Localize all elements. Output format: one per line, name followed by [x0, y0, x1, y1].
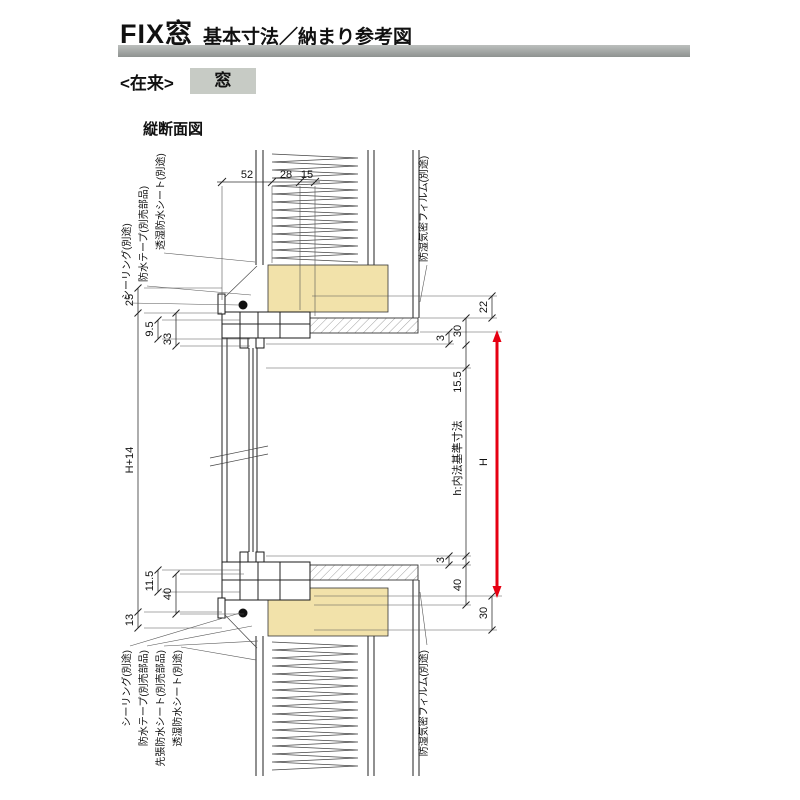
annotation-pre-sheet-bottom: 先張防水シート(別売部品) — [154, 650, 167, 767]
head-mounting-fin — [217, 293, 226, 315]
dim-label-40-bottom: 40 — [452, 579, 464, 591]
annotation-leaders — [129, 252, 428, 661]
dim-label-15-5: 15.5 — [452, 371, 464, 392]
category-label: <在来> — [120, 73, 174, 93]
dim-label-30-top: 30 — [452, 325, 464, 337]
break-mark — [209, 453, 269, 467]
section-view-label: 縦断面図 — [143, 121, 204, 138]
annotation-tape-top: 防水テープ(別売部品) — [137, 186, 150, 282]
annotation-sheet-top: 透湿防水シート(別途) — [154, 153, 167, 250]
arrow-head-up — [492, 330, 502, 342]
dim-label-52: 52 — [241, 169, 253, 181]
dim-label-3-bottom: 3 — [435, 557, 447, 563]
annotation-film-bottom: 防湿気密フィルム(別途) — [417, 650, 430, 756]
break-mark — [209, 445, 269, 459]
dim-label-h-plus-14: H+14 — [124, 447, 136, 474]
sill-waterproof-tape — [224, 614, 258, 649]
header-divider-bar — [118, 45, 690, 57]
dim-label-22: 22 — [478, 301, 490, 313]
annotation-film-top: 防湿気密フィルム(別途) — [417, 156, 430, 262]
annotation-sheet-bottom: 透湿防水シート(別途) — [171, 650, 184, 747]
dim-extension-lines — [144, 186, 502, 631]
dim-labels: 52 28 15 25 9.5 33 H+14 11.5 40 13 22 30… — [124, 169, 490, 626]
sill-sealant-bead — [238, 608, 248, 618]
dim-label-11-5: 11.5 — [144, 571, 156, 592]
arrow-head-down — [492, 586, 502, 598]
head-trim-board — [304, 317, 419, 334]
dim-label-inner-height: h:内法基準寸法 — [450, 420, 464, 495]
dim-label-33: 33 — [162, 333, 174, 345]
page-title: FIX窓 — [120, 19, 194, 49]
annotation-sealing-top: シーリング(別途) — [120, 223, 133, 300]
interior-trim-boards — [304, 317, 419, 581]
head-sealant-bead — [238, 300, 248, 310]
head-frame-profile — [221, 311, 311, 339]
window-frame — [217, 265, 311, 649]
wall-structure — [255, 150, 420, 776]
page-header: FIX窓 基本寸法／納まり参考図 — [120, 12, 412, 51]
dim-label-9-5: 9.5 — [144, 321, 156, 336]
subheader: <在来> 窓 — [120, 68, 256, 94]
dim-label-30-bottom: 30 — [478, 607, 490, 619]
head-waterproof-tape — [224, 265, 258, 298]
dim-label-15: 15 — [301, 169, 313, 181]
sill-mounting-fin — [217, 597, 226, 619]
annotation-labels: シーリング(別途) 防水テープ(別売部品) 透湿防水シート(別途) 防湿気密フィ… — [120, 153, 430, 766]
dim-label-13: 13 — [124, 614, 136, 626]
sill-trim-board — [304, 564, 419, 581]
height-arrow — [492, 330, 502, 598]
window-type-badge: 窓 — [189, 68, 256, 94]
sill-frame-profile — [221, 561, 311, 601]
annotation-sealing-bottom: シーリング(別途) — [120, 650, 133, 727]
dim-label-3-top: 3 — [435, 335, 447, 341]
page-subtitle: 基本寸法／納まり参考図 — [203, 27, 413, 48]
dim-lines — [137, 181, 493, 630]
annotation-tape-bottom: 防水テープ(別売部品) — [137, 650, 150, 746]
dim-label-40-left: 40 — [162, 588, 174, 600]
head-lintel-wood — [267, 264, 389, 313]
dim-ticks — [134, 177, 496, 634]
glazing — [209, 348, 269, 552]
dim-label-28: 28 — [280, 169, 292, 181]
dim-label-h: H — [478, 458, 490, 466]
